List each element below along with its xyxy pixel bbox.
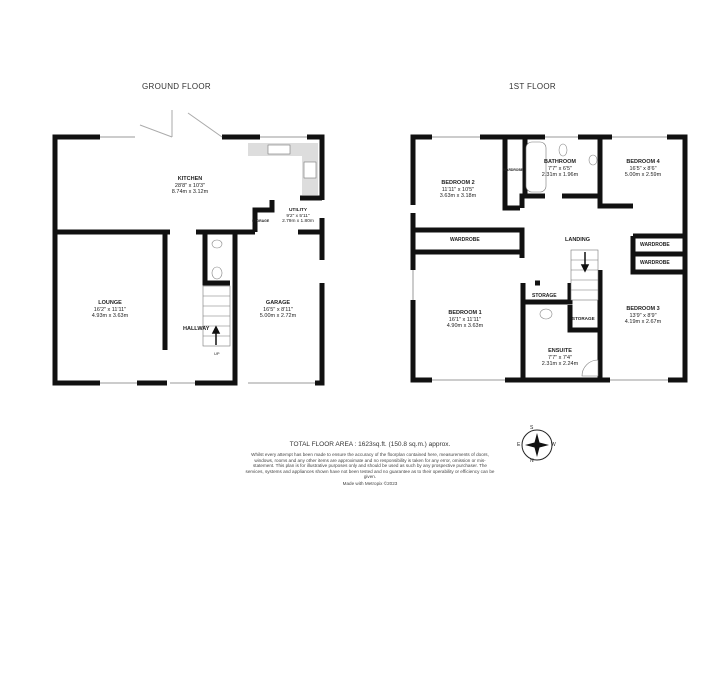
sink-icon xyxy=(267,144,291,155)
stairs-up-arrow-icon xyxy=(211,325,221,345)
ground-floor-title: GROUND FLOOR xyxy=(142,82,211,91)
stairs-down-arrow-icon xyxy=(580,252,590,273)
wardrobe-bathroom: WARDROBE xyxy=(503,168,524,172)
first-floor-walls xyxy=(410,134,688,383)
wardrobe-bedroom-3: WARDROBE xyxy=(640,260,670,266)
compass-e: E xyxy=(517,442,521,448)
storage-ensuite: STORAGE xyxy=(572,316,595,321)
room-hallway: HALLWAY xyxy=(183,326,210,332)
compass-s: S xyxy=(530,425,534,431)
storage-landing: STORAGE xyxy=(532,293,557,299)
first-floor-title: 1ST FLOOR xyxy=(509,82,557,91)
ground-floor-walls xyxy=(52,134,325,386)
wardrobe-bedroom-2: WARDROBE xyxy=(450,237,480,243)
hob-icon xyxy=(303,161,317,179)
total-floor-area: TOTAL FLOOR AREA : 1623sq.ft. (150.8 sq.… xyxy=(289,441,451,448)
compass-w: W xyxy=(551,442,556,448)
bath-icon xyxy=(525,141,547,193)
storage-label: STORAGE xyxy=(252,219,270,223)
basin-icon xyxy=(211,239,223,249)
basin-icon xyxy=(539,308,553,320)
stairs-up-label: UP xyxy=(214,351,220,356)
credit: Made with Metropix ©2023 xyxy=(342,481,398,486)
ground-floor-windows xyxy=(100,110,315,384)
disclaimer: Whilst every attempt has been made to en… xyxy=(245,452,495,480)
toilet-icon xyxy=(211,266,223,280)
shower-icon xyxy=(581,359,599,377)
room-landing: LANDING xyxy=(565,237,591,243)
first-floor-windows xyxy=(412,136,668,381)
basin-icon xyxy=(588,154,598,166)
toilet-icon xyxy=(558,143,568,157)
compass-rose-icon xyxy=(521,429,553,461)
wardrobe-bedroom-4: WARDROBE xyxy=(640,242,670,248)
compass-n: N xyxy=(530,458,534,464)
